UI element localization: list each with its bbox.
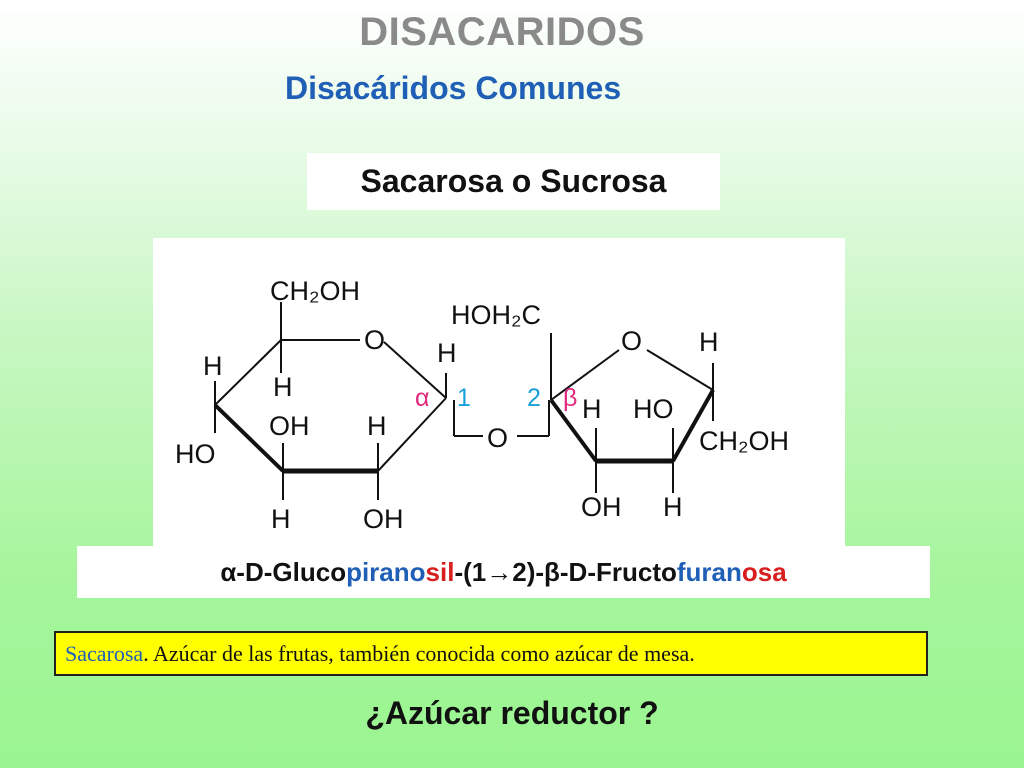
glucose-c2-h-label: H bbox=[367, 411, 387, 441]
fructose-ch2oh-label: CH₂OH bbox=[699, 426, 789, 456]
glucose-c1-h-label: H bbox=[437, 338, 457, 368]
glucose-ring-o-label: O bbox=[364, 325, 385, 355]
position-1-label: 1 bbox=[457, 384, 471, 412]
glucose-bond-c3-c4 bbox=[213, 403, 285, 473]
glucose-c5-h-label: H bbox=[273, 372, 293, 402]
glucose-c3-oh-label: OH bbox=[269, 411, 310, 441]
fructose-bond-o-c5 bbox=[646, 349, 714, 391]
fructose-c4-ho-label: HO bbox=[633, 394, 674, 424]
iupac-part-fructose: 2)-β-D-Fructo bbox=[512, 556, 677, 587]
glucose-c2-oh-label: OH bbox=[363, 504, 404, 534]
structure-svg: CH₂OH O H H H HO OH H H OH α 1 O HOH₂C O… bbox=[175, 276, 789, 534]
iupac-part-pyranosyl: piranosil bbox=[346, 556, 455, 587]
fructose-bond-c2-o bbox=[550, 349, 620, 401]
fructose-c5-h-label: H bbox=[699, 327, 719, 357]
fructose-bond-c4-c5 bbox=[671, 389, 715, 462]
slide-subtitle: Disacáridos Comunes bbox=[285, 70, 622, 106]
description-note: Sacarosa. Azúcar de las frutas, también … bbox=[54, 631, 928, 676]
sucrose-structure-diagram: CH₂OH O H H H HO OH H H OH α 1 O HOH₂C O… bbox=[153, 238, 845, 546]
glucose-ch2oh-label: CH₂OH bbox=[270, 276, 360, 306]
fructose-c3-h-label: H bbox=[582, 394, 602, 424]
fructose-c3-oh-label: OH bbox=[581, 492, 622, 522]
glucose-c4-ho-label: HO bbox=[175, 439, 216, 469]
compound-name-box: Sacarosa o Sucrosa bbox=[307, 153, 720, 210]
fructose-c4-h-label: H bbox=[663, 492, 683, 522]
alpha-label: α bbox=[415, 384, 429, 412]
position-2-label: 2 bbox=[527, 384, 541, 412]
fructose-bond-c2-c3 bbox=[549, 398, 598, 463]
note-text: . Azúcar de las frutas, también conocida… bbox=[143, 640, 695, 666]
glucose-c3-h-label: H bbox=[271, 504, 291, 534]
note-term: Sacarosa bbox=[65, 640, 144, 666]
glucose-bond-c5-c4 bbox=[214, 339, 282, 406]
beta-label: β bbox=[563, 384, 577, 412]
glucose-bond-c1-c2 bbox=[377, 397, 447, 472]
fructose-ring-o-label: O bbox=[621, 326, 642, 356]
compound-name: Sacarosa o Sucrosa bbox=[360, 163, 667, 199]
iupac-part-glucose: α-D-Gluco bbox=[220, 556, 347, 587]
glucose-c4-h-label: H bbox=[203, 351, 223, 381]
glucose-bond-o-c1 bbox=[383, 341, 447, 399]
reducing-sugar-question: ¿Azúcar reductor ? bbox=[365, 695, 659, 731]
arrow-right-icon: → bbox=[486, 556, 513, 587]
iupac-part-linkage-start: -(1 bbox=[454, 556, 487, 587]
iupac-part-furanose: furanosa bbox=[676, 556, 787, 587]
fructose-hoh2c-label: HOH₂C bbox=[451, 300, 541, 330]
glycosidic-o-label: O bbox=[487, 423, 508, 453]
slide-title: DISACARIDOS bbox=[359, 10, 645, 54]
